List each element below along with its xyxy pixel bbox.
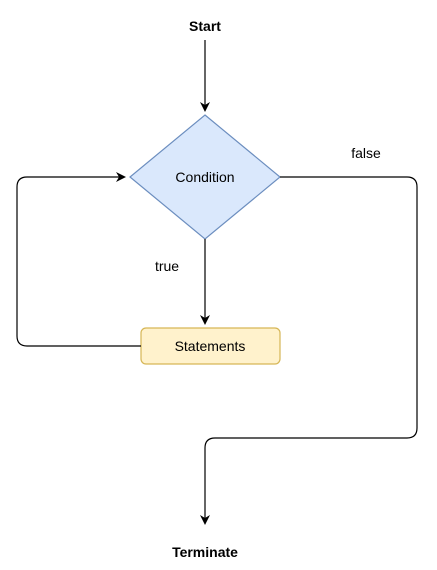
loop-back-arrow xyxy=(16,172,141,347)
terminate-label: Terminate xyxy=(172,544,238,560)
start-label: Start xyxy=(189,18,221,34)
true-label: true xyxy=(155,258,179,274)
condition-label: Condition xyxy=(175,169,234,185)
false-branch-arrow xyxy=(200,176,418,525)
false-label: false xyxy=(351,145,381,161)
statements-label: Statements xyxy=(175,338,246,354)
